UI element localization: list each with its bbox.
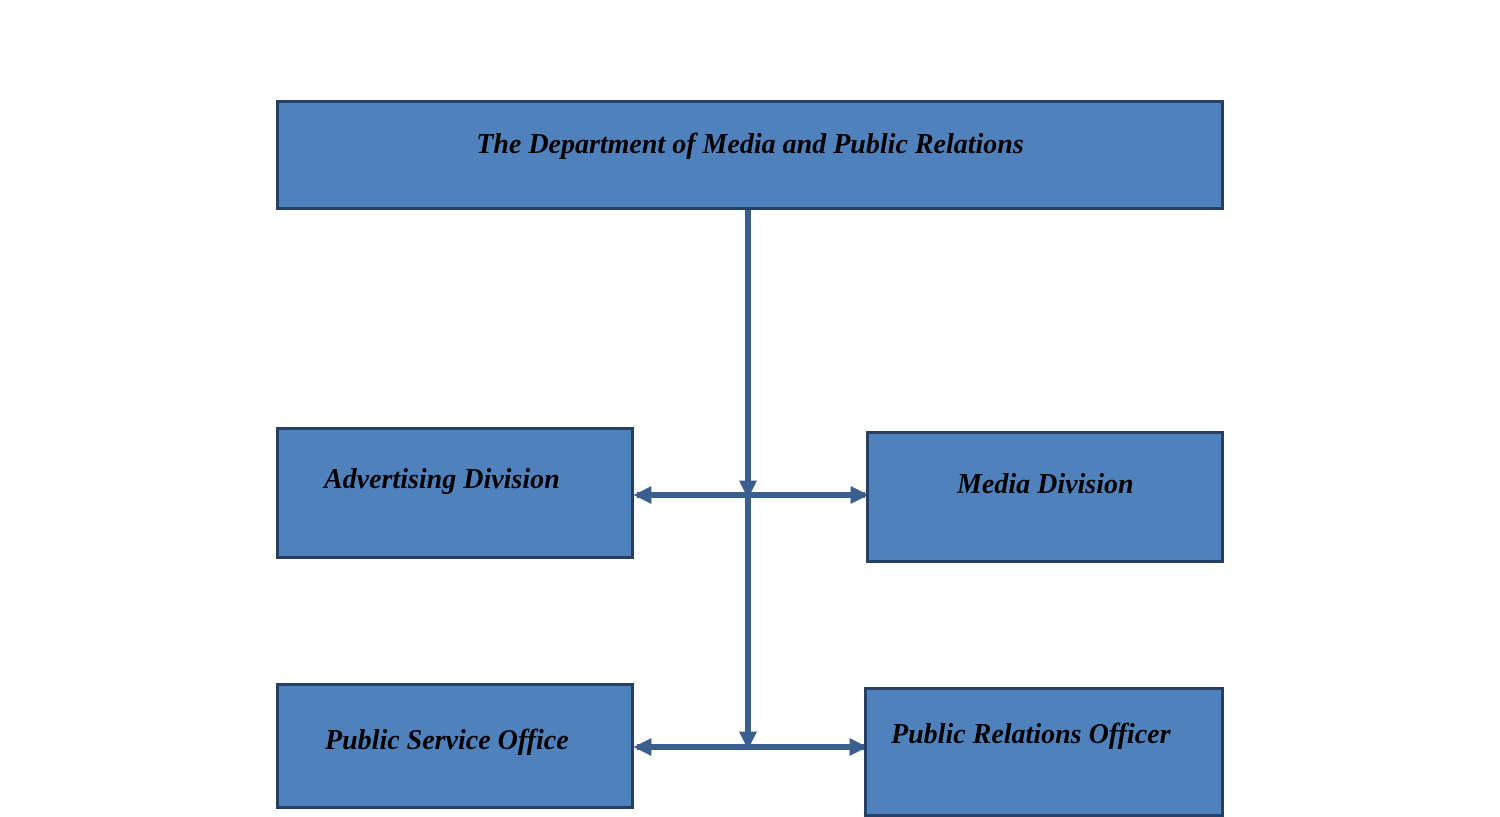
public-relations-officer-box: Public Relations Officer: [864, 687, 1224, 817]
advertising-division-box: Advertising Division: [276, 427, 634, 559]
public-service-office-box: Public Service Office: [276, 683, 634, 809]
department-box: The Department of Media and Public Relat…: [276, 100, 1224, 210]
advertising-division-label: Advertising Division: [324, 464, 560, 495]
media-division-label: Media Division: [957, 469, 1134, 500]
media-division-box: Media Division: [866, 431, 1224, 563]
public-service-office-label: Public Service Office: [325, 725, 569, 756]
department-label: The Department of Media and Public Relat…: [476, 129, 1024, 160]
public-relations-officer-label: Public Relations Officer: [891, 719, 1171, 750]
